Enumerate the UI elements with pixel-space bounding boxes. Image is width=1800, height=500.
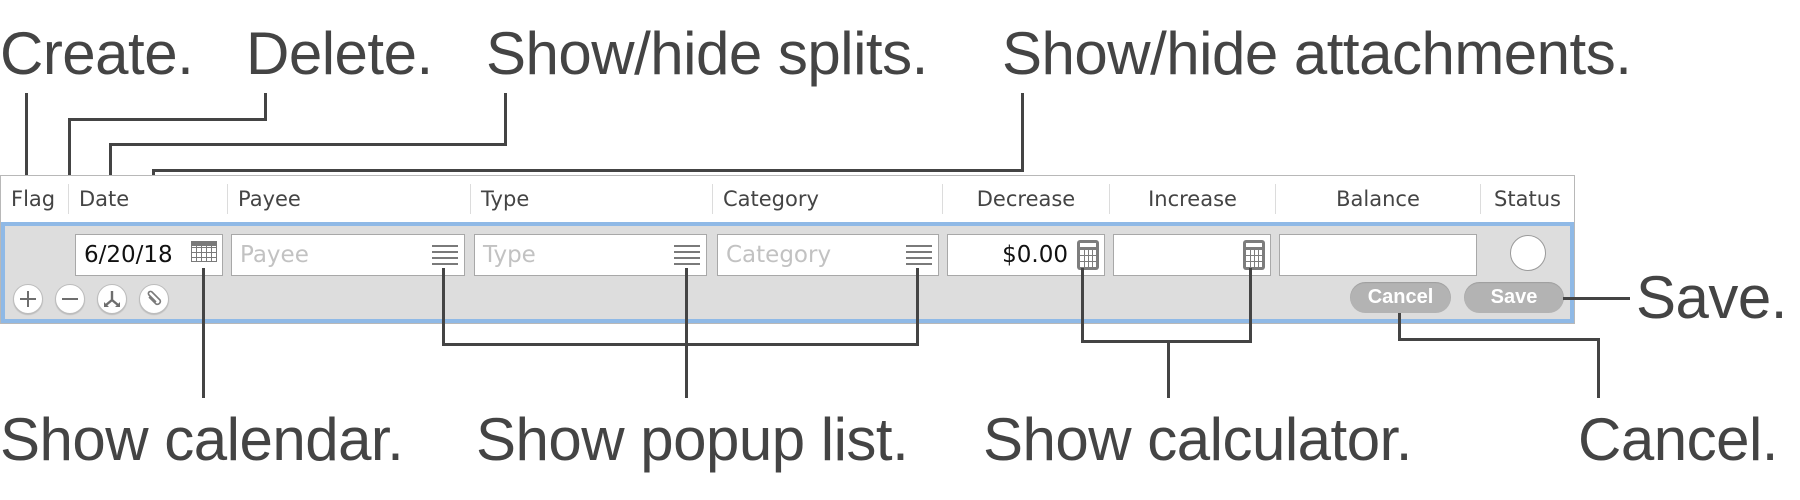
leader-popup-type [685,268,688,398]
column-header-decrease[interactable]: Decrease [976,187,1076,211]
callout-save: Save. [1636,264,1787,331]
paperclip-icon [147,290,162,306]
column-header-increase[interactable]: Increase [1148,187,1237,211]
register-table: Flag Date Payee Type Category Decrease I… [0,175,1575,324]
delete-button[interactable] [55,284,85,314]
column-divider [942,184,943,214]
category-placeholder: Category [726,242,832,268]
column-divider [470,184,471,214]
popup-list-icon[interactable] [674,245,700,265]
date-field[interactable]: 6/20/18 [75,234,223,276]
balance-field [1279,234,1477,276]
type-field[interactable]: Type [474,234,707,276]
column-header-status[interactable]: Status [1494,187,1561,211]
leader-delete-v1 [264,93,267,121]
calculator-icon[interactable] [1077,240,1099,270]
minus-icon [62,298,78,300]
status-circle[interactable] [1510,235,1546,271]
attachments-button[interactable] [139,284,169,314]
callout-show-hide-attachments: Show/hide attachments. [1002,20,1632,87]
cancel-button[interactable]: Cancel [1350,282,1451,313]
column-divider [1109,184,1110,214]
column-header-balance[interactable]: Balance [1336,187,1420,211]
leader-splits-h [109,143,507,146]
category-field[interactable]: Category [717,234,939,276]
callout-create: Create. [0,20,194,87]
column-divider [227,184,228,214]
create-button[interactable] [13,284,43,314]
popup-list-icon[interactable] [906,245,932,265]
callout-show-hide-splits: Show/hide splits. [486,20,928,87]
callout-show-calendar: Show calendar. [0,406,404,473]
calculator-icon[interactable] [1243,240,1265,270]
leader-cancel-h [1398,338,1600,341]
leader-delete-h [68,118,267,121]
date-value: 6/20/18 [84,242,173,268]
column-divider [712,184,713,214]
leader-calendar [202,268,205,398]
leader-attach-v1 [1021,93,1024,172]
table-header: Flag Date Payee Type Category Decrease I… [1,176,1574,222]
leader-attach-h [152,169,1024,172]
leader-popup-payee [442,268,445,346]
type-placeholder: Type [483,242,536,268]
column-header-flag[interactable]: Flag [11,187,56,211]
column-header-payee[interactable]: Payee [238,187,301,211]
increase-field[interactable] [1113,234,1271,276]
decrease-field[interactable]: $0.00 [947,234,1105,276]
popup-list-icon[interactable] [432,245,458,265]
column-header-type[interactable]: Type [481,187,530,211]
leader-cancel-v2 [1597,338,1600,398]
leader-calc-decrease [1081,268,1084,343]
plus-icon [20,291,36,307]
leader-save [1563,297,1630,300]
leader-splits-v1 [504,93,507,146]
leader-popup-category [916,268,919,346]
calendar-icon[interactable] [191,241,217,262]
leader-cancel-v1 [1398,313,1401,341]
callout-cancel: Cancel. [1578,406,1778,473]
decrease-value: $0.00 [1002,242,1068,268]
leader-popup-h [442,343,919,346]
callout-delete: Delete. [246,20,433,87]
transaction-edit-row: 6/20/18 Payee Type Category $0.00 [1,222,1574,323]
column-divider [1480,184,1481,214]
payee-field[interactable]: Payee [231,234,465,276]
split-icon [104,291,120,307]
column-divider [68,184,69,214]
column-divider [1275,184,1276,214]
leader-calc-h [1081,340,1252,343]
splits-button[interactable] [97,284,127,314]
column-header-category[interactable]: Category [723,187,819,211]
leader-calc-increase [1249,268,1252,343]
leader-calc-stem [1167,340,1170,398]
payee-placeholder: Payee [240,242,309,268]
callout-show-calculator: Show calculator. [983,406,1412,473]
callout-show-popup-list: Show popup list. [476,406,909,473]
save-button[interactable]: Save [1464,282,1564,313]
column-header-date[interactable]: Date [79,187,130,211]
